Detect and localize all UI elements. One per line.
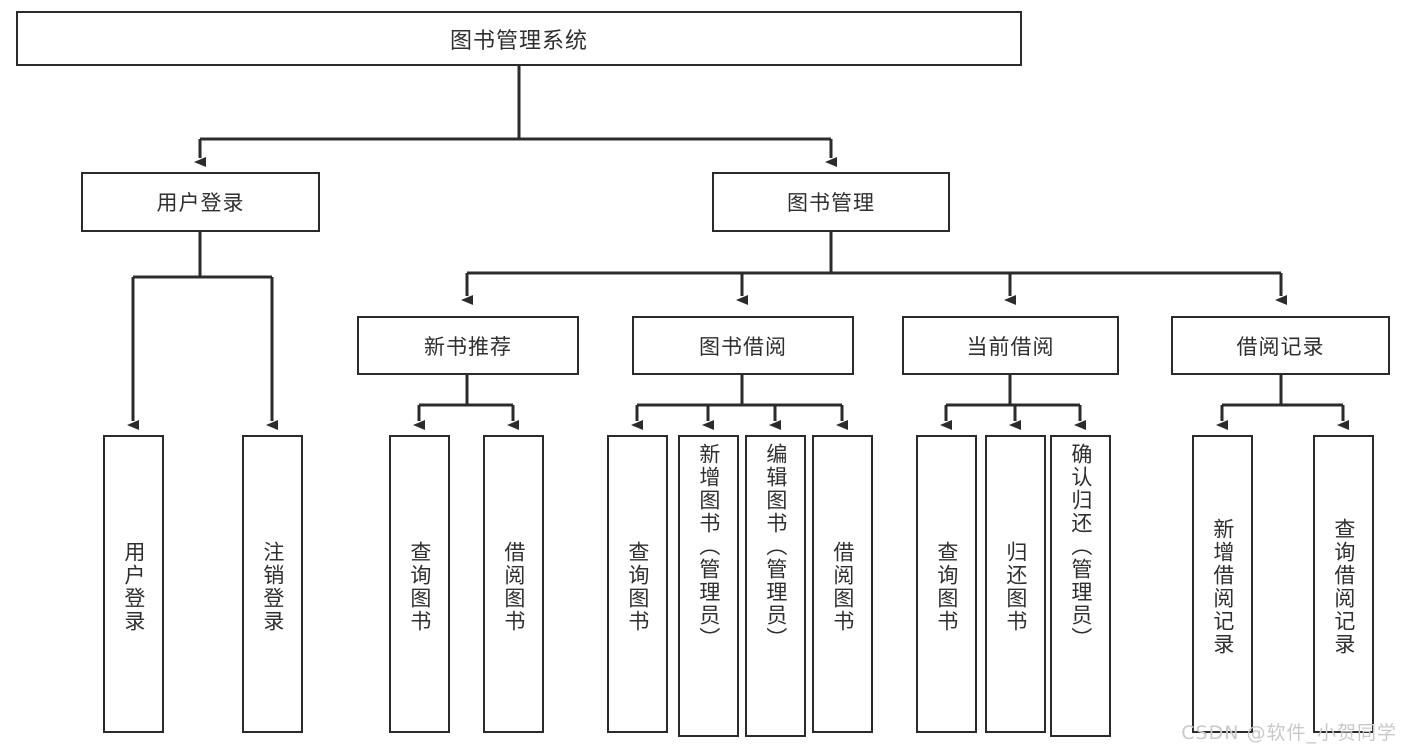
node-leaf-query-book-1[interactable]: 查询图书 (389, 435, 450, 733)
node-label: 图书管理 (787, 191, 875, 215)
node-label: 当前借阅 (966, 334, 1055, 359)
node-leaf-add-book[interactable]: 新增图书（管理员） (678, 435, 739, 737)
node-label: 新增图书（管理员） (696, 443, 721, 650)
node-leaf-edit-book[interactable]: 编辑图书（管理员） (745, 435, 806, 737)
node-label: 归还图书 (1003, 541, 1028, 633)
node-label: 借阅图书 (830, 541, 855, 633)
node-label: 图书借阅 (699, 334, 787, 359)
node-leaf-user-login[interactable]: 用户登录 (103, 435, 164, 733)
node-label: 新书推荐 (424, 334, 512, 359)
node-book-borrow[interactable]: 图书借阅 (632, 316, 854, 375)
node-leaf-query-book-3[interactable]: 查询图书 (916, 435, 977, 733)
node-leaf-add-record[interactable]: 新增借阅记录 (1192, 435, 1253, 733)
node-leaf-borrow-book-2[interactable]: 借阅图书 (812, 435, 873, 733)
node-book-manage[interactable]: 图书管理 (712, 172, 950, 232)
csdn-watermark: CSDN @软件_小贺同学 (1181, 722, 1397, 744)
node-leaf-confirm-return[interactable]: 确认归还（管理员） (1050, 435, 1111, 737)
node-leaf-query-record[interactable]: 查询借阅记录 (1313, 435, 1374, 733)
node-leaf-return-book[interactable]: 归还图书 (985, 435, 1046, 733)
node-label: 图书管理系统 (449, 28, 588, 54)
node-label: 新增借阅记录 (1210, 518, 1235, 656)
node-label: 用户登录 (156, 191, 245, 215)
node-label: 确认归还（管理员） (1068, 443, 1093, 650)
node-root-system[interactable]: 图书管理系统 (16, 11, 1022, 66)
node-leaf-borrow-book-1[interactable]: 借阅图书 (483, 435, 544, 733)
node-current-borrow[interactable]: 当前借阅 (902, 316, 1119, 375)
node-leaf-query-book-2[interactable]: 查询图书 (607, 435, 668, 733)
node-user-login[interactable]: 用户登录 (81, 172, 320, 232)
node-label: 编辑图书（管理员） (763, 443, 788, 650)
node-label: 查询借阅记录 (1331, 518, 1356, 656)
node-label: 用户登录 (121, 541, 146, 633)
node-label: 查询图书 (625, 541, 650, 633)
node-label: 查询图书 (407, 541, 432, 633)
node-label: 查询图书 (934, 541, 959, 633)
node-borrow-record[interactable]: 借阅记录 (1171, 316, 1390, 375)
node-label: 注销登录 (260, 541, 285, 633)
node-label: 借阅记录 (1236, 334, 1325, 359)
node-leaf-user-logout[interactable]: 注销登录 (242, 435, 303, 733)
node-new-book-rec[interactable]: 新书推荐 (357, 316, 579, 375)
node-label: 借阅图书 (501, 541, 526, 633)
